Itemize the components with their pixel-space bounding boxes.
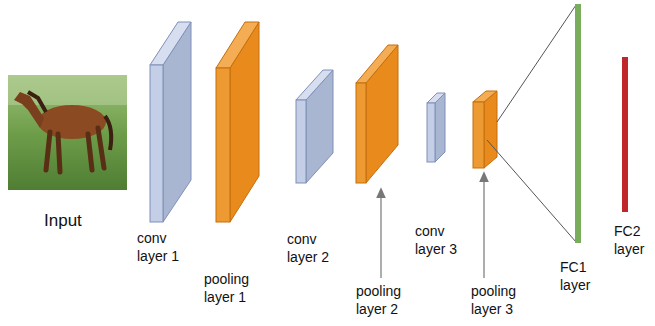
conv-slab	[427, 93, 445, 162]
input-label: Input	[44, 212, 124, 230]
pooling-slab	[356, 45, 398, 183]
layer-label: FC2 layer	[614, 222, 652, 258]
layer-label: conv layer 2	[287, 230, 345, 266]
layer-label: conv layer 3	[415, 222, 473, 258]
horse-image	[8, 75, 127, 190]
projection-line	[497, 5, 576, 122]
conv-slab	[150, 22, 191, 222]
projection-line	[487, 140, 576, 242]
layer-label: conv layer 1	[137, 229, 195, 265]
layer-label: pooling layer 1	[204, 270, 266, 306]
pooling-slab	[216, 22, 259, 222]
fc-bar	[575, 4, 581, 243]
layer-label: pooling layer 2	[356, 282, 418, 318]
layer-label: FC1 layer	[560, 258, 602, 294]
leader-arrow	[380, 192, 381, 278]
conv-slab	[296, 70, 333, 183]
leader-arrow	[483, 176, 484, 278]
fc-bar	[622, 57, 628, 212]
pooling-slab	[473, 91, 497, 168]
layer-label: pooling layer 3	[471, 282, 533, 318]
